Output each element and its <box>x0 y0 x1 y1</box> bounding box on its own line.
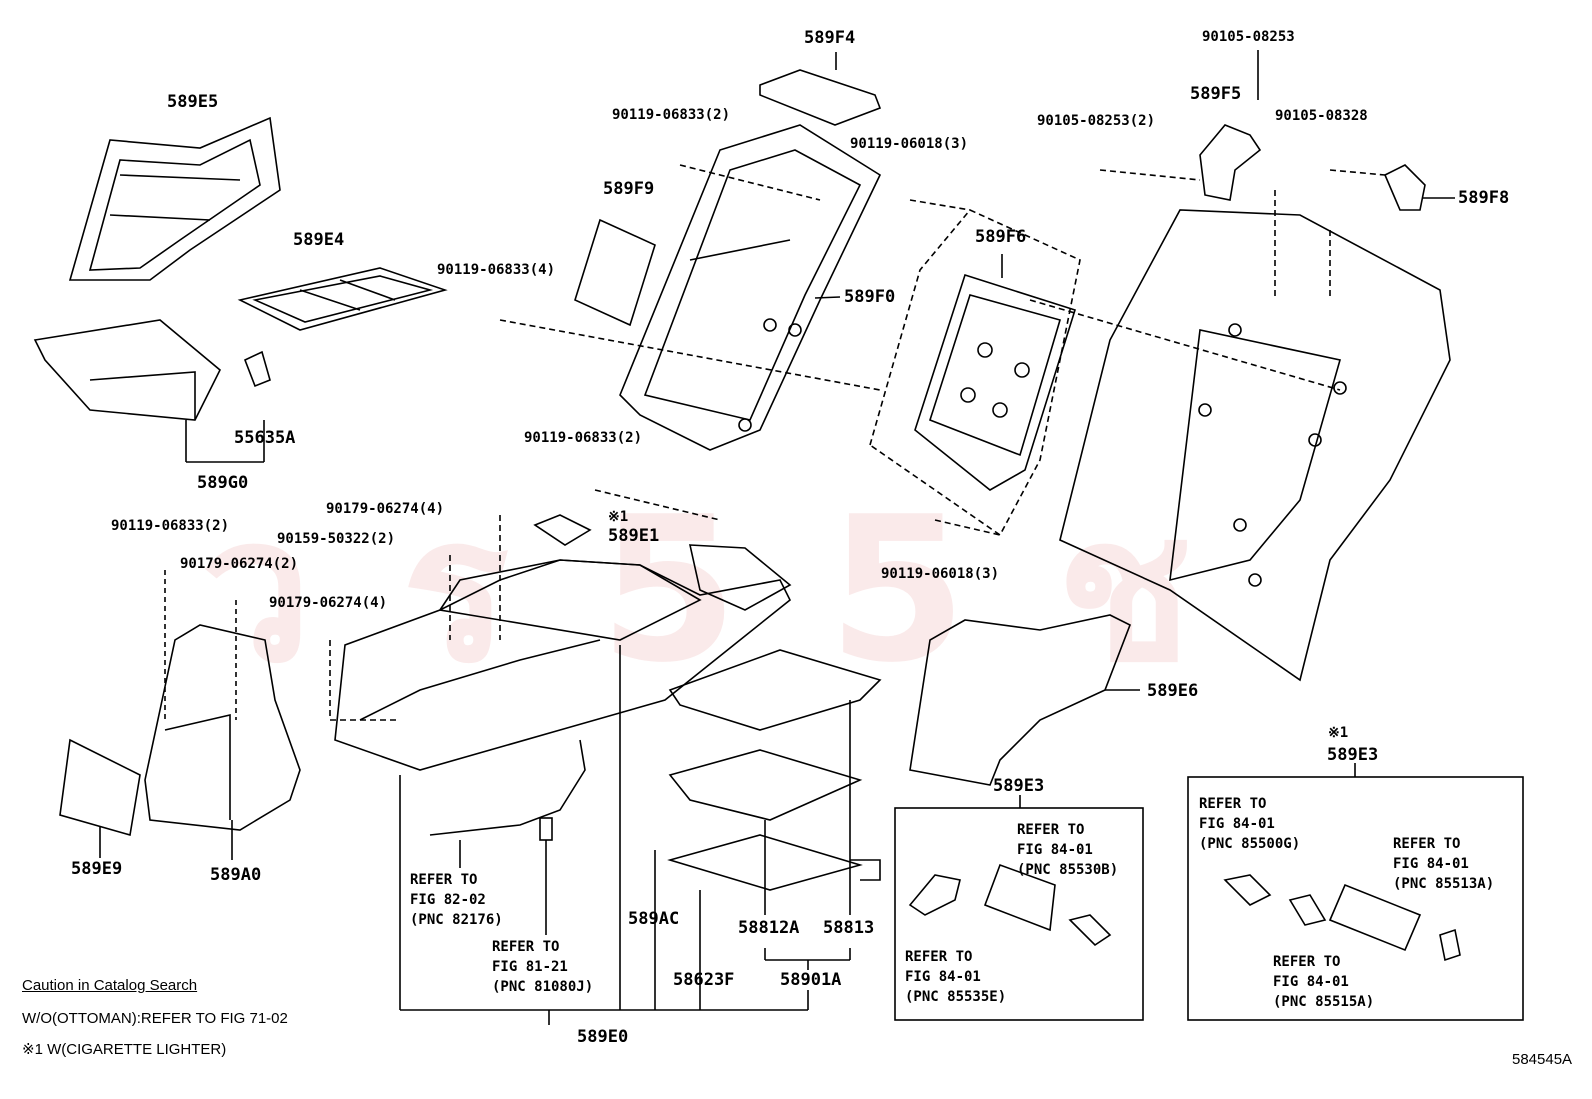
fastener-90179-06274-b: 90179-06274(2) <box>180 556 299 572</box>
label-589AC: 589AC <box>628 909 680 929</box>
label-589E4: 589E4 <box>293 230 345 250</box>
figure-id: 584545A <box>1512 1051 1573 1068</box>
label-589F8: 589F8 <box>1458 188 1510 208</box>
fastener-90119-06833-d: 90119-06833(2) <box>111 518 230 534</box>
refer-85515A: REFER TO FIG 84-01 (PNC 85515A) <box>1273 954 1375 1010</box>
fastener-90119-06018-a: 90119-06018(3) <box>850 136 969 152</box>
part-589E6-drawing <box>909 614 1132 786</box>
part-589E1-drawing <box>533 514 592 546</box>
part-rear-panel-drawing <box>1059 209 1451 682</box>
cable-82176 <box>429 739 586 836</box>
fastener-90105-08253: 90105-08253 <box>1202 29 1295 45</box>
part-589E5-drawing <box>68 116 281 281</box>
part-589E9-drawing <box>59 738 141 837</box>
part-589F0-drawing <box>619 124 882 451</box>
label-589E6: 589E6 <box>1147 681 1199 701</box>
label-589E0: 589E0 <box>577 1027 629 1047</box>
refer-85535E: REFER TO FIG 84-01 (PNC 85535E) <box>905 949 1007 1005</box>
fastener-90105-08253-2: 90105-08253(2) <box>1037 113 1156 129</box>
label-589F0: 589F0 <box>844 287 896 307</box>
label-589E1: 589E1 <box>608 526 660 546</box>
connector-81080J <box>539 817 553 841</box>
label-589G0: 589G0 <box>197 473 249 493</box>
label-58901A: 58901A <box>780 970 842 990</box>
label-589F6: 589F6 <box>975 227 1027 247</box>
part-85535E <box>908 874 961 916</box>
fastener-90179-06274-a: 90179-06274(4) <box>326 501 445 517</box>
refer-82-02: REFER TO FIG 82-02 (PNC 82176) <box>410 872 503 928</box>
refer-85500G: REFER TO FIG 84-01 (PNC 85500G) <box>1199 796 1301 852</box>
part-589F6-drawing <box>914 254 1077 491</box>
fastener-90119-06833-b: 90119-06833(4) <box>437 262 556 278</box>
refer-85530B: REFER TO FIG 84-01 (PNC 85530B) <box>1017 822 1119 878</box>
part-85500G <box>1223 874 1272 906</box>
part-85530B-bulb <box>1068 914 1112 947</box>
part-589F9-drawing <box>574 218 656 327</box>
part-85515A-ring <box>1288 894 1327 926</box>
watermark: ว ร 5 5 ช <box>200 474 1203 707</box>
label-589E5: 589E5 <box>167 92 219 112</box>
part-85515A-panel <box>1328 883 1422 952</box>
fastener-90105-08328: 90105-08328 <box>1275 108 1368 124</box>
fastener-90119-06833-a: 90119-06833(2) <box>612 107 731 123</box>
label-58623F: 58623F <box>673 970 735 990</box>
label-55635A: 55635A <box>234 428 296 448</box>
label-589E3-left: 589E3 <box>993 776 1045 796</box>
caution-line-ottoman: W/O(OTTOMAN):REFER TO FIG 71-02 <box>22 1010 288 1027</box>
refer-85513A: REFER TO FIG 84-01 (PNC 85513A) <box>1393 836 1495 892</box>
part-589G0-drawing <box>33 319 271 463</box>
label-589F4: 589F4 <box>804 28 856 48</box>
fastener-90159-50322: 90159-50322(2) <box>277 531 396 547</box>
part-85530B <box>983 863 1056 932</box>
part-589A0-drawing <box>144 570 301 860</box>
refer-81-21: REFER TO FIG 81-21 (PNC 81080J) <box>492 939 594 995</box>
label-589A0: 589A0 <box>210 865 262 885</box>
fastener-90119-06833-c: 90119-06833(2) <box>524 430 643 446</box>
label-589F5: 589F5 <box>1190 84 1242 104</box>
mark-note1-589E3: ※1 <box>1328 725 1349 741</box>
part-589E4-drawing <box>237 267 448 331</box>
zone-589F6-dashed <box>869 209 1081 537</box>
fastener-90119-06018-b: 90119-06018(3) <box>881 566 1000 582</box>
caution-title: Caution in Catalog Search <box>22 977 198 994</box>
label-589F9: 589F9 <box>603 179 655 199</box>
part-589AC-drawing <box>654 649 882 1011</box>
caution-line-cigarette: ※1 W(CIGARETTE LIGHTER) <box>22 1041 227 1058</box>
part-589F5-drawing <box>1199 124 1262 201</box>
part-85513A <box>1439 928 1461 962</box>
box-589E3-left <box>894 807 1144 1021</box>
label-58812A: 58812A <box>738 918 800 938</box>
label-589E3-right: 589E3 <box>1327 745 1379 765</box>
label-58813: 58813 <box>823 918 875 938</box>
part-589F4-drawing <box>759 69 882 126</box>
fastener-90179-06274-c: 90179-06274(4) <box>269 595 388 611</box>
mark-note1-589E1: ※1 <box>608 509 629 525</box>
label-589E9: 589E9 <box>71 859 123 879</box>
dashed-guides <box>329 164 1386 721</box>
part-589F8-drawing <box>1383 164 1426 211</box>
